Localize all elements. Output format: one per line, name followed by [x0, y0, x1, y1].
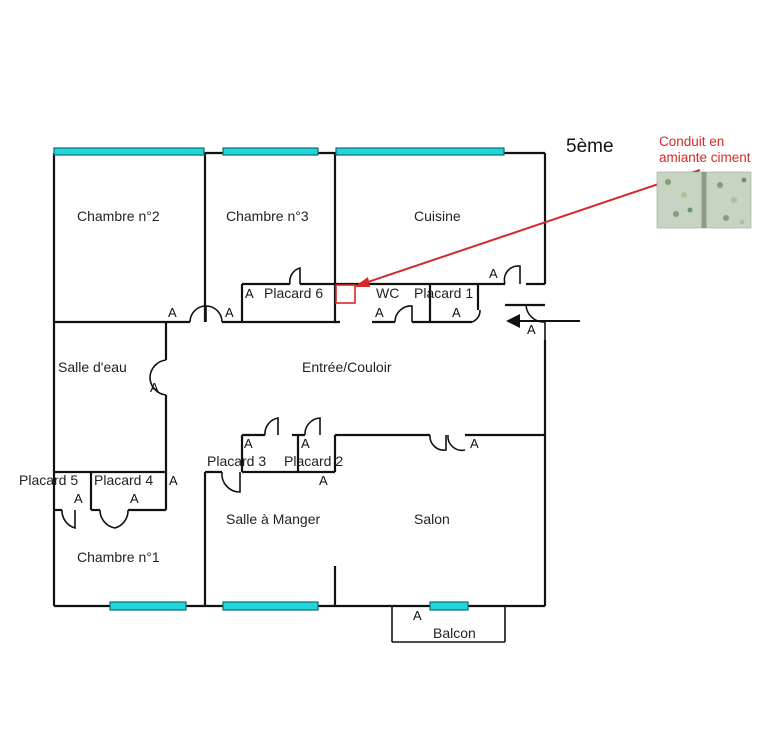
door-swings — [61, 265, 546, 530]
marker-a: A — [375, 305, 384, 320]
room-label-chambre-1: Chambre n°1 — [77, 549, 160, 565]
marker-a: A — [301, 436, 310, 451]
room-label-balcon: Balcon — [433, 625, 476, 641]
marker-a: A — [225, 305, 234, 320]
marker-a: A — [74, 491, 83, 506]
marker-a: A — [527, 322, 536, 337]
room-label-salle-d-eau: Salle d'eau — [58, 359, 127, 375]
window-cuisine — [335, 147, 505, 156]
marker-a: A — [452, 305, 461, 320]
marker-a: A — [489, 266, 498, 281]
marker-a: A — [413, 608, 422, 623]
interior-walls — [54, 153, 545, 643]
marker-a: A — [244, 436, 253, 451]
room-label-salon: Salon — [414, 511, 450, 527]
window-balcon — [429, 601, 469, 611]
room-label-placard-2: Placard 2 — [284, 453, 343, 469]
annotation-arrow — [354, 169, 701, 287]
marker-a: A — [319, 473, 328, 488]
room-label-placard-5: Placard 5 — [19, 472, 78, 488]
a-markers: A A A A A A A A A A A A A A A A — [74, 266, 536, 623]
room-label-placard-1: Placard 1 — [414, 285, 473, 301]
room-label-placard-3: Placard 3 — [207, 453, 266, 469]
room-label-chambre-3: Chambre n°3 — [226, 208, 309, 224]
marker-a: A — [150, 380, 159, 395]
room-label-placard-4: Placard 4 — [94, 472, 153, 488]
window-chambre-1 — [109, 601, 187, 611]
marker-a: A — [470, 436, 479, 451]
annotation-line-1: Conduit en — [659, 134, 724, 149]
floor-title: 5ème — [566, 136, 614, 157]
window-chambre-2 — [53, 147, 205, 156]
room-label-entree-couloir: Entrée/Couloir — [302, 359, 392, 375]
entry-arrow — [506, 314, 580, 328]
room-label-cuisine: Cuisine — [414, 208, 461, 224]
windows — [53, 147, 505, 611]
annotation-line-2: amiante ciment — [659, 150, 751, 165]
room-label-salle-a-manger: Salle à Manger — [226, 511, 321, 527]
room-label-wc: WC — [376, 285, 399, 301]
marker-a: A — [168, 305, 177, 320]
duct-photo — [656, 171, 752, 229]
room-label-placard-6: Placard 6 — [264, 285, 323, 301]
room-label-chambre-2: Chambre n°2 — [77, 208, 160, 224]
asbestos-duct-box — [335, 284, 356, 304]
marker-a: A — [245, 286, 254, 301]
marker-a: A — [169, 473, 178, 488]
window-salle-a-manger — [222, 601, 319, 611]
marker-a: A — [130, 491, 139, 506]
window-chambre-3 — [222, 147, 319, 156]
